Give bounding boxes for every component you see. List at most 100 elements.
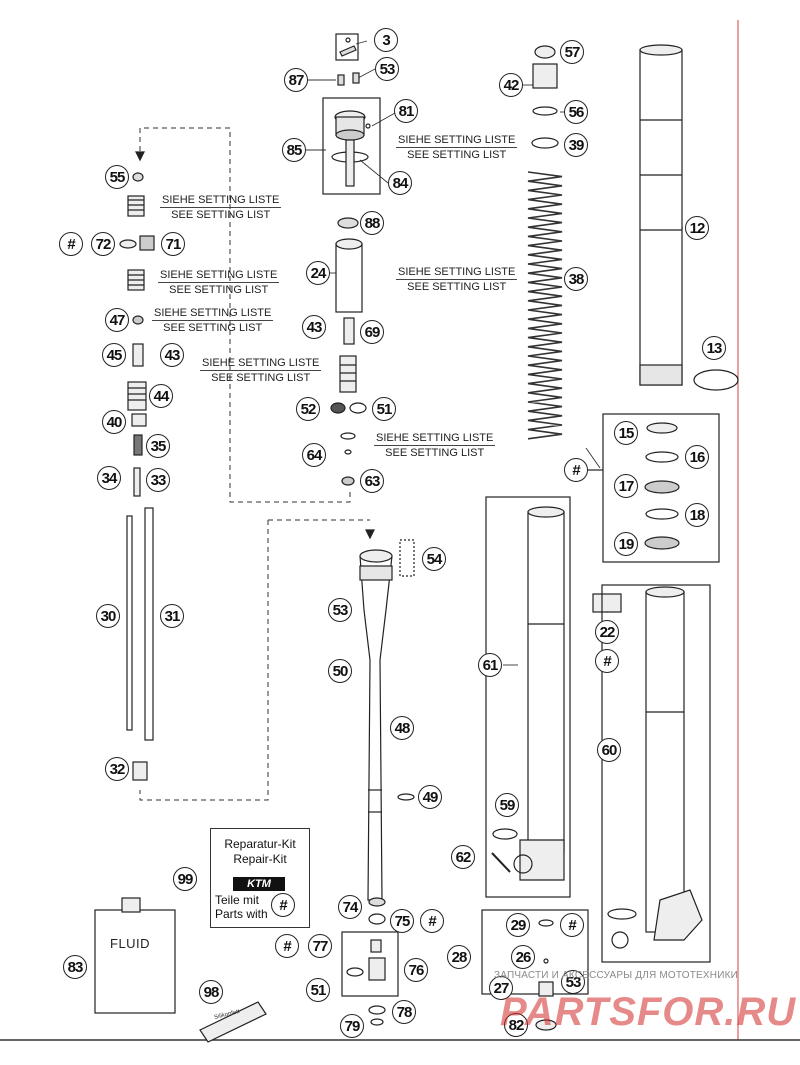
callout-16[interactable]: 16 <box>685 445 709 469</box>
left-column-parts <box>119 172 155 781</box>
callout-hash-72[interactable]: # <box>59 232 83 256</box>
callout-hash-75[interactable]: # <box>420 909 444 933</box>
callout-51-center[interactable]: 51 <box>372 397 396 421</box>
callout-18[interactable]: 18 <box>685 503 709 527</box>
callout-53-bottom[interactable]: 53 <box>561 970 585 994</box>
callout-44[interactable]: 44 <box>149 384 173 408</box>
callout-59[interactable]: 59 <box>495 793 519 817</box>
callout-81[interactable]: 81 <box>394 99 418 123</box>
callout-83[interactable]: 83 <box>63 955 87 979</box>
cartridge-bottom-parts <box>341 897 399 1026</box>
callout-24[interactable]: 24 <box>306 261 330 285</box>
callout-75[interactable]: 75 <box>390 909 414 933</box>
callout-50[interactable]: 50 <box>328 659 352 683</box>
callout-17[interactable]: 17 <box>614 474 638 498</box>
callout-39[interactable]: 39 <box>564 133 588 157</box>
callout-53-top[interactable]: 53 <box>375 57 399 81</box>
callout-35[interactable]: 35 <box>146 434 170 458</box>
callout-76[interactable]: 76 <box>404 958 428 982</box>
fluid-bottle-83 <box>94 897 176 1014</box>
callout-45[interactable]: 45 <box>102 343 126 367</box>
callout-hash-bushings[interactable]: # <box>564 458 588 482</box>
fork-spring-38 <box>527 171 563 440</box>
callout-27[interactable]: 27 <box>489 976 513 1000</box>
callout-54[interactable]: 54 <box>422 547 446 571</box>
ktm-logo: KTM <box>233 877 285 891</box>
callout-87[interactable]: 87 <box>284 68 308 92</box>
callout-98[interactable]: 98 <box>199 980 223 1004</box>
callout-13[interactable]: 13 <box>702 336 726 360</box>
callout-60[interactable]: 60 <box>597 738 621 762</box>
callout-88[interactable]: 88 <box>360 211 384 235</box>
screws-87-53 <box>337 72 360 86</box>
top-right-parts <box>531 45 559 149</box>
kit-marker: # <box>271 893 295 917</box>
kit-line-3: Teile mit <box>215 893 260 907</box>
callout-61[interactable]: 61 <box>478 653 502 677</box>
callout-22[interactable]: 22 <box>595 620 619 644</box>
callout-32[interactable]: 32 <box>105 757 129 781</box>
base-valve-group-28 <box>481 909 589 1031</box>
o-ring-49 <box>397 793 415 801</box>
watermark-caption: ЗАПЧАСТИ И АКСЕССУАРЫ ДЛЯ МОТОТЕХНИКИ <box>494 970 739 981</box>
callout-40[interactable]: 40 <box>102 410 126 434</box>
callout-85[interactable]: 85 <box>282 138 306 162</box>
callout-3[interactable]: 3 <box>374 28 398 52</box>
callout-57[interactable]: 57 <box>560 40 584 64</box>
callout-56[interactable]: 56 <box>564 100 588 124</box>
bushing-group-frame <box>602 413 720 563</box>
callout-52[interactable]: 52 <box>296 397 320 421</box>
inner-tube-61 <box>485 496 571 898</box>
callout-38[interactable]: 38 <box>564 267 588 291</box>
kit-line-1: Reparatur-Kit <box>224 837 296 851</box>
callout-62[interactable]: 62 <box>451 845 475 869</box>
watermark-logo: PARTSFOR.RU <box>500 990 797 1034</box>
callout-hash-77[interactable]: # <box>275 934 299 958</box>
callout-84[interactable]: 84 <box>388 171 412 195</box>
callout-31[interactable]: 31 <box>160 604 184 628</box>
callout-74[interactable]: 74 <box>338 895 362 919</box>
kit-line-2: Repair-Kit <box>233 852 287 866</box>
callout-43-left[interactable]: 43 <box>160 343 184 367</box>
callout-79[interactable]: 79 <box>340 1014 364 1038</box>
callout-30[interactable]: 30 <box>96 604 120 628</box>
callout-71[interactable]: 71 <box>161 232 185 256</box>
callout-28[interactable]: 28 <box>447 945 471 969</box>
callout-hash-29[interactable]: # <box>560 913 584 937</box>
callout-hash-22[interactable]: # <box>595 649 619 673</box>
callout-69[interactable]: 69 <box>360 320 384 344</box>
repair-kit-box: Reparatur-Kit Repair-Kit KTM Teile mit P… <box>210 828 310 928</box>
callout-19[interactable]: 19 <box>614 532 638 556</box>
callout-64[interactable]: 64 <box>302 443 326 467</box>
callout-77[interactable]: 77 <box>308 934 332 958</box>
callout-34[interactable]: 34 <box>97 466 121 490</box>
callout-82[interactable]: 82 <box>504 1013 528 1037</box>
callout-43-center[interactable]: 43 <box>302 315 326 339</box>
callout-53-mid[interactable]: 53 <box>328 598 352 622</box>
callout-33[interactable]: 33 <box>146 468 170 492</box>
callout-78[interactable]: 78 <box>392 1000 416 1024</box>
callout-26[interactable]: 26 <box>511 945 535 969</box>
assembly-dash-lines <box>139 127 370 801</box>
callout-15[interactable]: 15 <box>614 421 638 445</box>
callout-51-bottom[interactable]: 51 <box>306 978 330 1002</box>
callout-29[interactable]: 29 <box>506 913 530 937</box>
damper-cartridge-48 <box>359 539 415 901</box>
callout-48[interactable]: 48 <box>390 716 414 740</box>
callout-12[interactable]: 12 <box>685 216 709 240</box>
arrow-down-54 <box>365 529 375 540</box>
kit-line-4: Parts with <box>215 907 268 921</box>
callout-42[interactable]: 42 <box>499 73 523 97</box>
callout-47[interactable]: 47 <box>105 308 129 332</box>
callout-63[interactable]: 63 <box>360 469 384 493</box>
callout-72[interactable]: 72 <box>91 232 115 256</box>
callout-49[interactable]: 49 <box>418 785 442 809</box>
grease-tube-98 <box>199 1001 267 1043</box>
callout-99[interactable]: 99 <box>173 867 197 891</box>
callout-55[interactable]: 55 <box>105 165 129 189</box>
